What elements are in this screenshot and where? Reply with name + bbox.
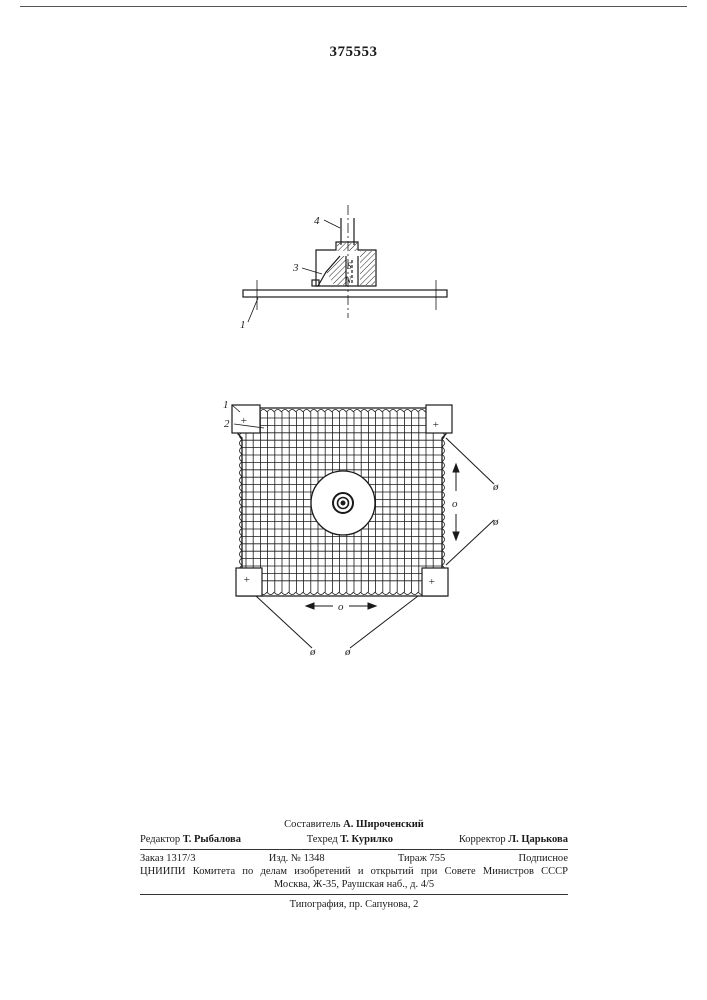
winding-turn <box>411 410 418 413</box>
winding-turn <box>339 592 346 595</box>
fig1-label-3: 3 <box>292 262 299 274</box>
arrow-vertical-up-head <box>453 464 459 472</box>
figure-2-plan <box>232 405 494 648</box>
winding-turn <box>404 410 411 413</box>
winding-turn <box>332 410 339 413</box>
fig2-label-2: 2 <box>224 418 230 430</box>
winding-turn <box>317 592 324 595</box>
compiler-label: Составитель <box>284 819 340 830</box>
winding-turn <box>361 592 368 595</box>
fig1-label-n: N <box>344 275 352 285</box>
arrow-horizontal-left-head <box>306 603 314 609</box>
winding-turn <box>310 410 317 413</box>
order-line: Заказ 1317/3 Изд. № 1348 Тираж 755 Подпи… <box>140 852 568 865</box>
winding-turn <box>317 410 324 413</box>
winding-turn <box>267 410 274 413</box>
terminal-symbol-3: ø <box>309 646 316 658</box>
winding-turn <box>289 592 296 595</box>
edition-number: Изд. № 1348 <box>269 852 325 865</box>
editor-label: Редактор <box>140 834 180 845</box>
winding-turn <box>361 410 368 413</box>
institute: ЦНИИПИ Комитета по делам изобретений и о… <box>140 865 568 878</box>
winding-turn <box>346 592 353 595</box>
base-plate-1 <box>243 290 447 297</box>
plus-top-left: + <box>240 415 247 427</box>
winding-turn <box>375 592 382 595</box>
winding-turn <box>303 410 310 413</box>
fig2-label-1: 1 <box>223 399 229 411</box>
winding-turn <box>404 592 411 595</box>
tech-editor-name: Т. Курилко <box>340 834 393 845</box>
winding-turn <box>332 592 339 595</box>
address: Москва, Ж-35, Раушская наб., д. 4/5 <box>140 878 568 891</box>
winding-turn <box>389 592 396 595</box>
figure-1-section <box>243 205 447 322</box>
wire-bottom-left <box>256 596 312 648</box>
winding-turn <box>267 592 274 595</box>
imprint-rule-2 <box>140 894 568 895</box>
winding-turn <box>353 410 360 413</box>
winding-turn <box>389 410 396 413</box>
winding-turn <box>397 592 404 595</box>
imprint-rule-1 <box>140 849 568 850</box>
proofreader-name: Л. Царькова <box>508 834 568 845</box>
terminal-symbol-2: ø <box>492 516 499 528</box>
wire-top-right-lower <box>446 520 494 565</box>
housing-hatch-right <box>360 251 375 285</box>
winding-turn <box>310 592 317 595</box>
fig1-label-1: 1 <box>240 319 246 331</box>
credits-line: Редактор Т. Рыбалова Техред Т. Курилко К… <box>140 833 568 846</box>
winding-turn <box>325 410 332 413</box>
winding-turn <box>296 410 303 413</box>
winding-turn <box>411 592 418 595</box>
horizontal-motion-symbol: o <box>338 601 344 613</box>
arrow-vertical-down-head <box>453 532 459 540</box>
arrow-horizontal-right-head <box>368 603 376 609</box>
winding-turn <box>346 410 353 413</box>
editor-name: Т. Рыбалова <box>183 834 241 845</box>
winding-turn <box>353 592 360 595</box>
winding-turn <box>382 592 389 595</box>
winding-turn <box>303 592 310 595</box>
plus-bottom-left: + <box>243 574 250 586</box>
winding-turn <box>418 410 425 413</box>
terminal-symbol-1: ø <box>492 481 499 493</box>
winding-turn <box>339 410 346 413</box>
winding-turn <box>274 410 281 413</box>
winding-turn <box>382 410 389 413</box>
wire-bottom-right <box>350 596 418 648</box>
terminal-symbol-4: ø <box>344 646 351 658</box>
tech-editor-label: Техред <box>307 834 338 845</box>
compiler-line: Составитель А. Широченский <box>140 818 568 831</box>
order-number: Заказ 1317/3 <box>140 852 195 865</box>
leader-3 <box>302 268 322 274</box>
winding-turn <box>368 410 375 413</box>
fig1-label-s: S <box>347 261 352 271</box>
winding-turn <box>260 410 267 413</box>
compiler-name: А. Широченский <box>343 819 424 830</box>
winding-turn <box>325 592 332 595</box>
winding-turn <box>397 410 404 413</box>
fig1-label-4: 4 <box>314 215 320 227</box>
leader-1 <box>248 298 258 322</box>
winding-turn <box>289 410 296 413</box>
printing-house: Типография, пр. Сапунова, 2 <box>140 898 568 911</box>
vertical-motion-symbol: o <box>452 498 458 510</box>
winding-turn <box>274 592 281 595</box>
winding-turn <box>368 592 375 595</box>
plus-top-right: + <box>432 419 439 431</box>
winding-turn <box>281 410 288 413</box>
winding-turn <box>296 592 303 595</box>
proofreader-label: Корректор <box>459 834 506 845</box>
leader-4 <box>324 220 340 228</box>
subscription: Подписное <box>519 852 568 865</box>
magnet-hole <box>341 501 345 505</box>
housing-hatch-top <box>337 243 357 251</box>
winding-turn <box>375 410 382 413</box>
print-run: Тираж 755 <box>398 852 445 865</box>
plus-bottom-right: + <box>428 576 435 588</box>
wire-top-right-upper <box>446 438 494 484</box>
winding-turn <box>281 592 288 595</box>
